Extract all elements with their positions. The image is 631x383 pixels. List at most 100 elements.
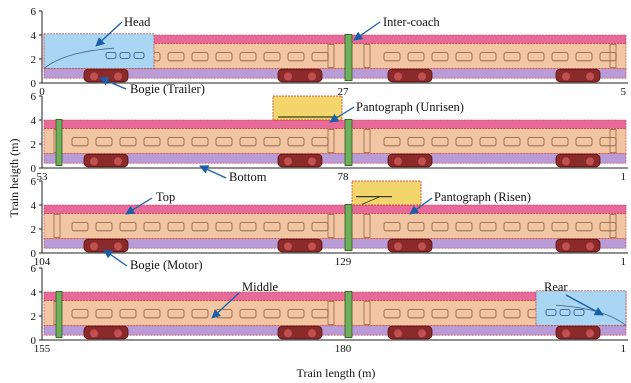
annotation-arrow-bottom <box>199 165 227 179</box>
window-outline <box>407 221 425 232</box>
head-region <box>43 33 155 69</box>
inter-coach-region <box>344 119 353 167</box>
bottom-region <box>43 325 627 336</box>
x-tick-label: 129 <box>335 256 352 268</box>
middle-region <box>43 128 627 154</box>
wheel-icon <box>418 329 426 338</box>
y-tick-label: 4 <box>31 287 37 299</box>
window-outline <box>119 136 137 147</box>
annotation-arrow-bogie-motor <box>103 249 128 267</box>
door-outline <box>53 214 61 238</box>
annotation-bogie-motor: Bogie (Motor) <box>130 258 203 272</box>
y-tick-label: 2 <box>31 224 37 236</box>
window-outline <box>431 308 449 319</box>
window-outline <box>143 221 161 232</box>
window-outline <box>431 136 449 147</box>
annotation-pantograph-risen: Pantograph (Risen) <box>434 190 531 204</box>
wheel-icon <box>562 157 570 166</box>
door-outline <box>363 214 371 238</box>
window-outline <box>167 221 185 232</box>
annotation-arrow-bogie-trailer <box>99 77 127 90</box>
wheel-icon <box>308 157 316 166</box>
window-outline <box>263 308 281 319</box>
window-outline <box>551 52 569 62</box>
window-outline <box>167 136 185 147</box>
window-outline <box>527 136 545 147</box>
wheel-icon <box>90 242 98 251</box>
y-tick-label: 6 <box>31 263 37 275</box>
wheel-icon <box>418 242 426 251</box>
window-outline <box>575 136 593 147</box>
y-tick-label: 0 <box>31 163 37 175</box>
x-tick-label: 27 <box>338 86 350 98</box>
wheel-icon <box>284 157 292 166</box>
window-outline <box>71 136 89 147</box>
wheel-icon <box>114 157 122 166</box>
wheel-icon <box>394 72 402 81</box>
wheel-icon <box>308 72 316 81</box>
bottom-region <box>43 238 627 249</box>
window-outline <box>239 221 257 232</box>
window-outline <box>455 221 473 232</box>
middle-region <box>43 213 627 239</box>
wheel-icon <box>308 329 316 338</box>
x-tick-label: 78 <box>338 171 350 183</box>
window-outline <box>479 221 497 232</box>
window-outline <box>95 136 113 147</box>
window-outline <box>119 221 137 232</box>
window-outline <box>119 308 137 319</box>
window-outline <box>119 52 131 59</box>
inter-coach-region <box>344 290 353 338</box>
bottom-region <box>43 68 627 79</box>
wheel-icon <box>284 329 292 338</box>
door-outline <box>609 129 617 153</box>
wheel-icon <box>394 242 402 251</box>
annotation-head: Head <box>124 15 151 29</box>
annotation-bottom: Bottom <box>229 170 267 184</box>
door-outline <box>363 129 371 153</box>
window-outline <box>573 308 585 316</box>
door-outline <box>327 44 335 68</box>
wheel-icon <box>418 157 426 166</box>
window-outline <box>71 221 89 232</box>
window-outline <box>215 136 233 147</box>
wheel-icon <box>562 329 570 338</box>
x-tick-label: 155 <box>34 343 51 355</box>
bottom-region <box>43 153 627 164</box>
door-outline <box>363 301 371 325</box>
window-outline <box>287 221 305 232</box>
window-outline <box>263 52 281 62</box>
window-outline <box>407 52 425 62</box>
door-outline <box>609 44 617 68</box>
inter-coach-region <box>55 290 63 338</box>
annotation-top: Top <box>156 190 175 204</box>
nose-contour <box>43 47 115 69</box>
window-outline <box>239 136 257 147</box>
y-tick-label: 0 <box>31 335 37 347</box>
window-outline <box>133 52 145 59</box>
wheel-icon <box>586 157 594 166</box>
door-outline <box>327 301 335 325</box>
x-axis-label: Train length (m) <box>297 366 376 380</box>
window-outline <box>527 52 545 62</box>
window-outline <box>431 52 449 62</box>
window-outline <box>575 221 593 232</box>
x-tick-label: 104 <box>34 256 51 268</box>
window-outline <box>383 221 401 232</box>
y-tick-label: 2 <box>31 139 37 151</box>
wheel-icon <box>394 157 402 166</box>
wheel-icon <box>90 329 98 338</box>
inter-coach-region <box>55 119 63 167</box>
window-outline <box>383 52 401 62</box>
top-region <box>43 204 627 214</box>
window-outline <box>287 52 305 62</box>
wheel-icon <box>586 242 594 251</box>
annotation-middle: Middle <box>242 280 279 294</box>
annotation-pantograph-unrisen: Pantograph (Unrisen) <box>356 100 464 114</box>
annotation-arrow-head <box>95 21 123 47</box>
inter-coach-region <box>344 34 353 82</box>
